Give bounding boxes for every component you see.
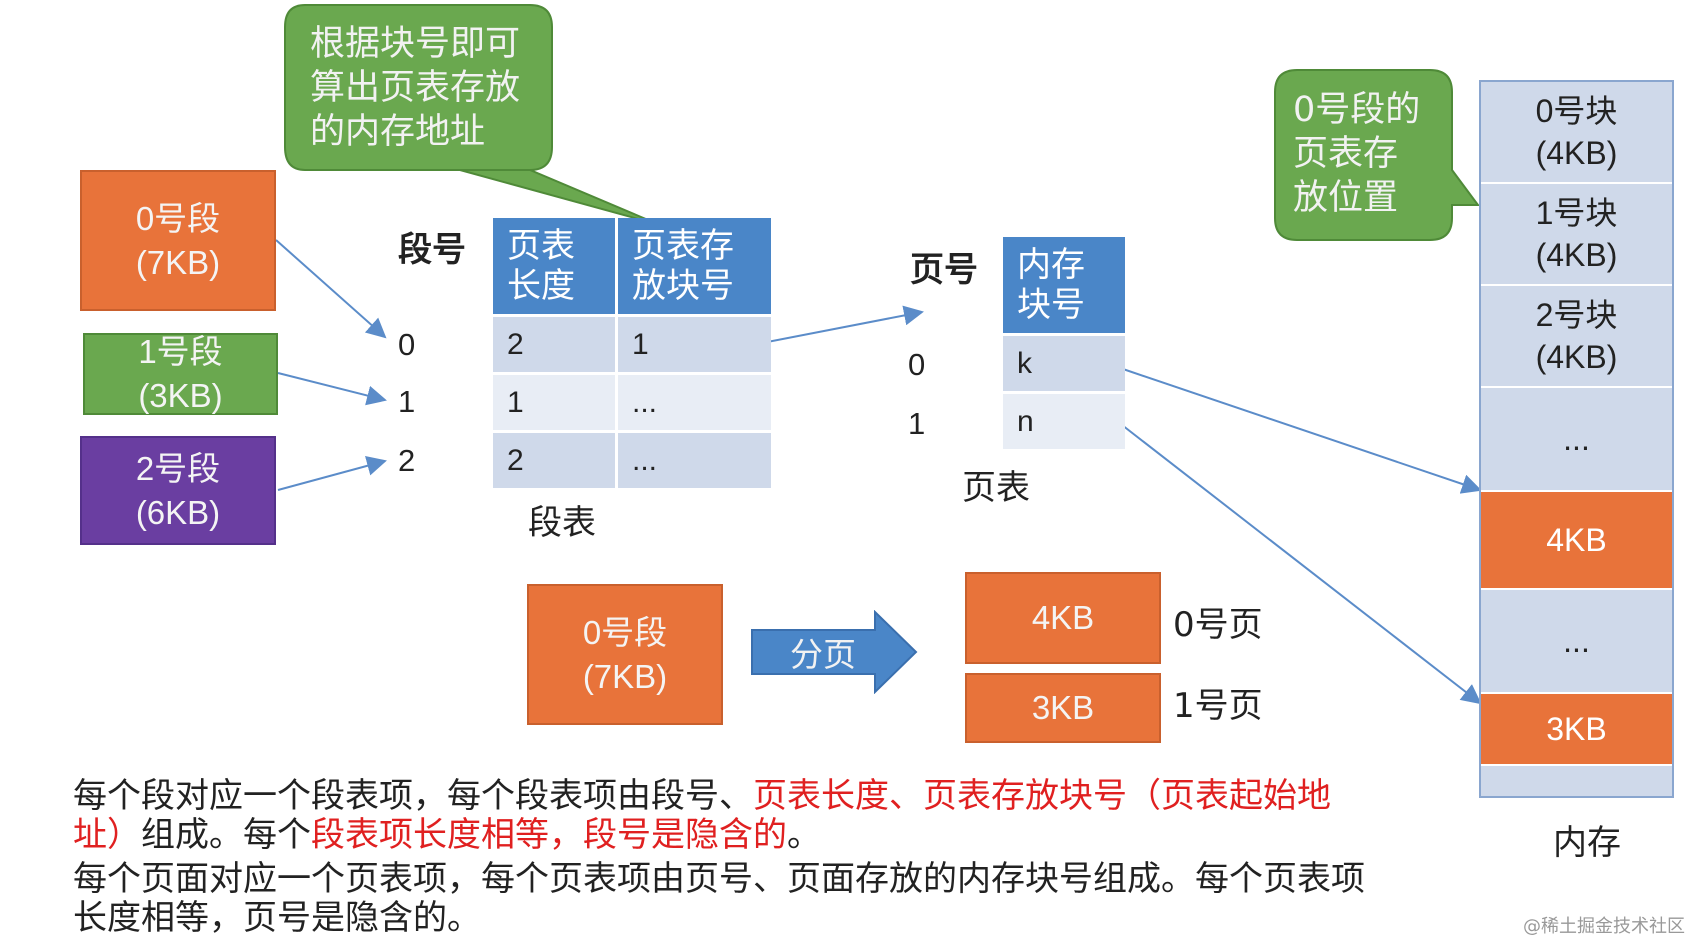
memory-page0-block: 4KB — [1481, 492, 1672, 590]
seg-num-2: 2 — [398, 443, 416, 478]
seg-table-header-block: 页表存 放块号 — [618, 218, 771, 314]
page-num-label: 页号 — [910, 250, 978, 290]
paragraph-page-table: 每个页面对应一个页表项，每个页表项由页号、页面存放的内存块号组成。每个页表项长度… — [73, 859, 1365, 938]
memory-caption: 内存 — [1553, 823, 1621, 863]
page-num-0: 0 — [908, 347, 926, 382]
arrow-page1-to-mem — [1121, 424, 1482, 705]
watermark: @稀土掘金技术社区 — [1523, 916, 1685, 937]
segment-0-box: 0号段 (7KB) — [80, 170, 276, 311]
callout-left-text: 根据块号即可 算出页表存放 的内存地址 — [310, 24, 521, 152]
arrow-segtable-to-pagetable — [761, 305, 924, 344]
memory-block-0-name: 0号块 — [1535, 93, 1618, 129]
page-num-1: 1 — [908, 406, 926, 441]
arrow-page0-to-mem — [1119, 367, 1482, 494]
seg-num-0: 0 — [398, 327, 416, 362]
page-1-box: 3KB — [965, 673, 1161, 743]
page-table-header: 内存 块号 — [1003, 237, 1125, 333]
seg-table-cell: 2 — [493, 317, 615, 372]
memory-block-1: 1号块 (4KB) — [1481, 184, 1672, 286]
page-0-size: 4KB — [1031, 599, 1095, 636]
segment-0-name: 0号段 — [135, 199, 221, 237]
memory-ellipsis-2-text: ... — [1563, 623, 1590, 659]
segment-1-name: 1号段 — [138, 333, 223, 370]
memory-block-0-size: (4KB) — [1535, 135, 1618, 171]
segment-1-size: (3KB) — [138, 377, 223, 414]
segment-table: 页表 长度 页表存 放块号 2 1 1 ... 2 ... — [493, 218, 771, 488]
seg-table-caption: 段表 — [528, 503, 596, 543]
page-0-label: 0号页 — [1173, 605, 1263, 645]
memory-block-0: 0号块 (4KB) — [1481, 82, 1672, 184]
page-1-size: 3KB — [1031, 689, 1095, 726]
segment-1-box: 1号段 (3KB) — [83, 333, 278, 415]
memory-ellipsis-2: ... — [1481, 590, 1672, 694]
memory-page1-block: 3KB — [1481, 694, 1672, 766]
memory-block-2-name: 2号块 — [1535, 297, 1618, 333]
paging-segment-name: 0号段 — [582, 613, 668, 651]
segment-0-size: (7KB) — [135, 243, 221, 281]
paragraph1-highlight2: 段表项长度相等，段号是隐含的 — [311, 815, 787, 855]
memory-block-2: 2号块 (4KB) — [1481, 286, 1672, 388]
page-table-cell: k — [1003, 336, 1125, 391]
paging-arrow-shape — [751, 610, 918, 694]
seg-table-cell: 1 — [618, 317, 771, 372]
paragraph1-highlight1: 页表长度、页表存放块号（页表起始地址） — [73, 776, 1331, 855]
paragraph1-part2: 组成。每个 — [141, 815, 311, 855]
seg-num-1: 1 — [398, 384, 416, 419]
arrow-seg1 — [277, 372, 387, 406]
page-1-label: 1号页 — [1173, 686, 1263, 726]
paging-segment-box: 0号段 (7KB) — [527, 584, 723, 725]
memory-ellipsis-1-text: ... — [1563, 421, 1590, 457]
paging-arrow-label: 分页 — [790, 635, 856, 674]
memory-column: 0号块 (4KB) 1号块 (4KB) 2号块 (4KB) ... 4KB ..… — [1479, 80, 1674, 798]
paragraph1-part3: 。 — [787, 815, 821, 855]
memory-page0-size: 4KB — [1546, 522, 1607, 558]
segment-2-name: 2号段 — [135, 449, 221, 487]
memory-ellipsis-1: ... — [1481, 388, 1672, 492]
paragraph-segment-table: 每个段对应一个段表项，每个段表项由段号、页表长度、页表存放块号（页表起始地址）组… — [73, 777, 1373, 855]
callout-right-text: 0号段的 页表存 放位置 — [1293, 90, 1421, 218]
arrow-seg2 — [277, 456, 387, 491]
seg-table-header-length: 页表 长度 — [493, 218, 615, 314]
memory-block-1-name: 1号块 — [1535, 195, 1618, 231]
memory-tail — [1481, 766, 1672, 796]
seg-table-cell: 1 — [493, 375, 615, 430]
page-table-caption: 页表 — [962, 468, 1030, 508]
seg-table-cell: 2 — [493, 433, 615, 488]
arrow-seg0 — [275, 239, 387, 339]
memory-block-1-size: (4KB) — [1535, 237, 1618, 273]
page-table: 内存 块号 k n — [1003, 237, 1125, 449]
segment-2-size: (6KB) — [135, 493, 221, 531]
paging-segment-size: (7KB) — [582, 657, 668, 695]
paragraph1-part1: 每个段对应一个段表项，每个段表项由段号、 — [73, 776, 753, 816]
seg-table-cell: ... — [618, 375, 771, 430]
seg-num-label: 段号 — [398, 230, 466, 270]
segment-2-box: 2号段 (6KB) — [80, 436, 276, 545]
memory-page1-size: 3KB — [1546, 711, 1607, 747]
page-0-box: 4KB — [965, 572, 1161, 664]
memory-block-2-size: (4KB) — [1535, 339, 1618, 375]
seg-table-cell: ... — [618, 433, 771, 488]
page-table-cell: n — [1003, 394, 1125, 449]
